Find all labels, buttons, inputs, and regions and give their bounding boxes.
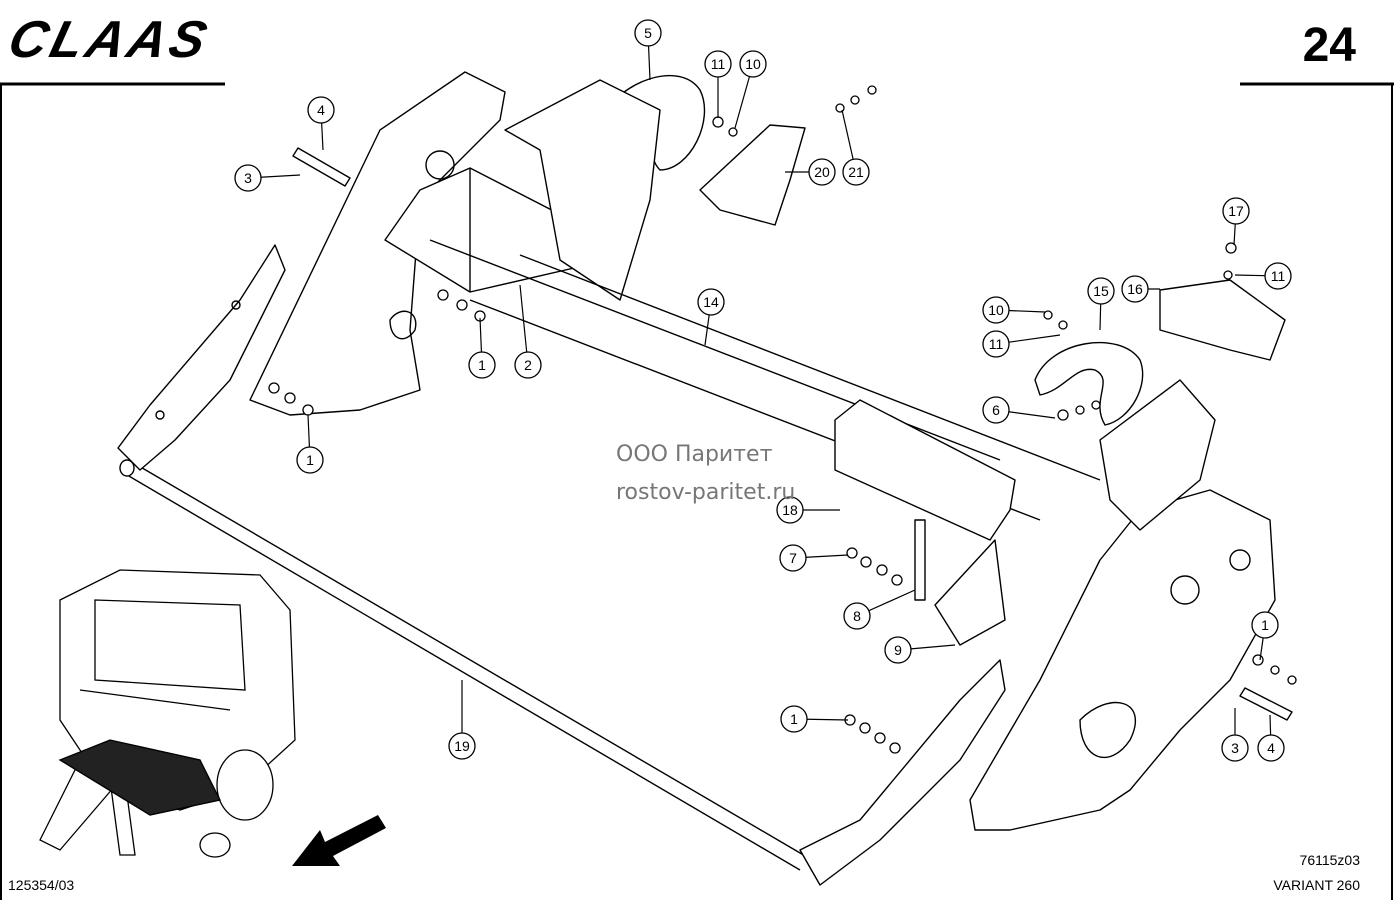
callout-label-c21: 21	[848, 164, 864, 180]
callout-circle	[634, 19, 662, 47]
callout-circle	[234, 164, 262, 192]
callout-label-c10b: 10	[988, 302, 1004, 318]
callout-label-c14: 14	[703, 294, 719, 310]
callout-circle	[779, 544, 807, 572]
pin-4-right	[1239, 687, 1293, 721]
callout-circle	[1264, 262, 1292, 290]
callout-label-c4a: 4	[317, 102, 325, 118]
callout-label-c6: 6	[992, 402, 1000, 418]
upper-arm	[504, 79, 661, 301]
rod-19	[119, 459, 813, 871]
baler-thumbnail	[39, 569, 296, 858]
callout-label-c4b: 4	[1267, 740, 1275, 756]
callout-circle	[296, 446, 324, 474]
callout-circle	[1121, 275, 1149, 303]
callout-label-c11b: 11	[1271, 268, 1286, 284]
callout-label-c5: 5	[644, 25, 652, 41]
callout-label-c19: 19	[454, 738, 470, 754]
right-arm	[1099, 379, 1216, 531]
callout-label-c3b: 3	[1231, 740, 1239, 756]
callout-label-c1d: 1	[790, 711, 798, 727]
callout-circle	[1257, 734, 1285, 762]
callout-circle	[1221, 734, 1249, 762]
callout-group: 5 11 10 4 3 20 21 1 2 14 1 17 11 16 15 10 11 6 18 7 8 9 1 19 1 3 4	[234, 19, 1292, 762]
callout-circle	[1222, 197, 1250, 225]
claas-logo: CLAAS	[2, 11, 217, 69]
callout-label-c15: 15	[1093, 283, 1109, 299]
right-hook-bracket	[1034, 341, 1144, 426]
chain-8	[914, 519, 926, 601]
watermark-company: ООО Паритет	[616, 442, 773, 467]
right-side-frame	[969, 489, 1276, 831]
callout-label-c11a: 11	[711, 56, 726, 72]
callout-label-c3a: 3	[244, 170, 252, 186]
direction-arrow-icon	[292, 815, 386, 866]
callout-circle	[697, 288, 725, 316]
callout-circle	[307, 96, 335, 124]
callout-circle	[780, 705, 808, 733]
callout-label-c20: 20	[814, 164, 830, 180]
callout-circle	[842, 158, 870, 186]
doc-number: 125354/03	[8, 877, 75, 893]
callout-label-c10a: 10	[745, 56, 761, 72]
callout-label-c8: 8	[853, 608, 861, 624]
callout-label-c18: 18	[782, 502, 798, 518]
callout-label-c1b: 1	[306, 452, 314, 468]
callout-circle	[468, 351, 496, 379]
pin-4-left	[292, 147, 351, 187]
guard-20	[699, 124, 806, 226]
callout-circle	[776, 496, 804, 524]
lower-right-plate	[799, 659, 1006, 886]
cover-16	[1159, 279, 1286, 361]
callout-circle	[1087, 277, 1115, 305]
callout-circle	[982, 330, 1010, 358]
callout-label-c17: 17	[1228, 203, 1244, 219]
callout-circle	[982, 396, 1010, 424]
callout-label-c7: 7	[789, 550, 797, 566]
cover-18	[834, 399, 1016, 541]
callout-circle	[448, 732, 476, 760]
callout-circle	[808, 158, 836, 186]
callout-label-c16: 16	[1127, 281, 1143, 297]
callout-label-c1c: 1	[1261, 617, 1269, 633]
left-bracket-plate	[117, 244, 286, 471]
callout-circle	[514, 351, 542, 379]
callout-circle	[884, 636, 912, 664]
page-number: 24	[1302, 19, 1356, 72]
model-name: VARIANT 260	[1273, 877, 1360, 893]
callout-circle	[1251, 611, 1279, 639]
plate-9	[934, 539, 1006, 646]
callout-circle	[843, 602, 871, 630]
callout-circle	[704, 50, 732, 78]
callout-circle	[739, 50, 767, 78]
drawing-code: 76115z03	[1299, 852, 1360, 868]
watermark-url: rostov-paritet.ru	[616, 480, 796, 505]
callout-label-c9: 9	[894, 642, 902, 658]
callout-label-c1a: 1	[478, 357, 486, 373]
callout-label-c2: 2	[524, 357, 532, 373]
callout-circle	[982, 296, 1010, 324]
callout-label-c11c: 11	[989, 336, 1004, 352]
